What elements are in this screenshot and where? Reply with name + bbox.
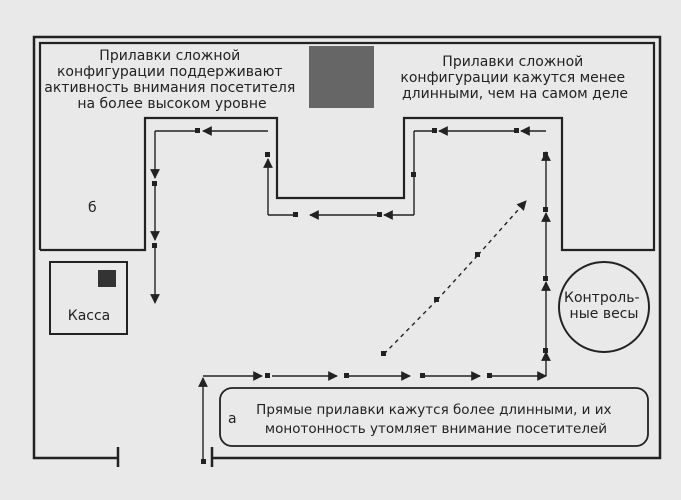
path-b-dashed-2 [436,254,479,301]
scales-label: Контроль- ные весы [564,290,644,322]
scales-label-line: Контроль- [564,290,640,306]
node [543,207,548,212]
top-left-note-line: на более высоком уровне [77,96,266,112]
wall-main [32,35,662,460]
node [152,243,157,248]
store-walls [32,35,662,467]
node [487,373,492,378]
node [377,212,382,217]
labels: Прилавки сложной конфигурации поддержива… [44,48,644,437]
top-right-note-line: конфигурации кажутся менее [400,70,625,86]
node [434,297,439,302]
path-b-dashed-3 [477,200,527,256]
path-b [383,200,527,355]
node [265,373,270,378]
node [152,181,157,186]
top-right-note-line: длинными, чем на самом деле [402,86,628,102]
path-a [150,126,551,462]
node [543,276,548,281]
top-left-note-line: Прилавки сложной [99,48,240,64]
node [411,172,416,177]
bottom-note-line: монотонность утомляет внимание посетител… [265,421,607,437]
node [265,152,270,157]
top-right-note-line: Прилавки сложной [442,54,583,70]
cashier-box [49,261,128,335]
top-left-note-line: конфигурации поддерживают [57,64,283,80]
node [514,128,519,133]
dark-block [309,46,374,108]
scales-circle [558,261,650,353]
label-a: а [228,411,237,427]
label-b: б [88,200,97,216]
node [432,128,437,133]
bottom-note-line: Прямые прилавки кажутся более длинными, … [256,402,611,418]
complex-counter-outline [38,41,656,252]
node [293,212,298,217]
node [381,351,386,356]
node [543,348,548,353]
node [543,152,548,157]
register-square [98,270,116,287]
top-left-note: Прилавки сложной конфигурации поддержива… [44,48,299,112]
node [344,373,349,378]
node [201,459,206,464]
path-nodes [152,128,548,464]
bottom-note: Прямые прилавки кажутся более длинными, … [256,402,616,437]
node [420,373,425,378]
top-right-note: Прилавки сложной конфигурации кажутся ме… [400,54,629,102]
path-b-dashed-1 [383,299,438,355]
scales-label-line: ные весы [570,306,639,322]
straight-counter [219,387,649,447]
node [475,252,480,257]
top-left-note-line: активность внимания посетителя [44,80,295,96]
node [195,128,200,133]
cashier-label: Касса [68,308,111,324]
